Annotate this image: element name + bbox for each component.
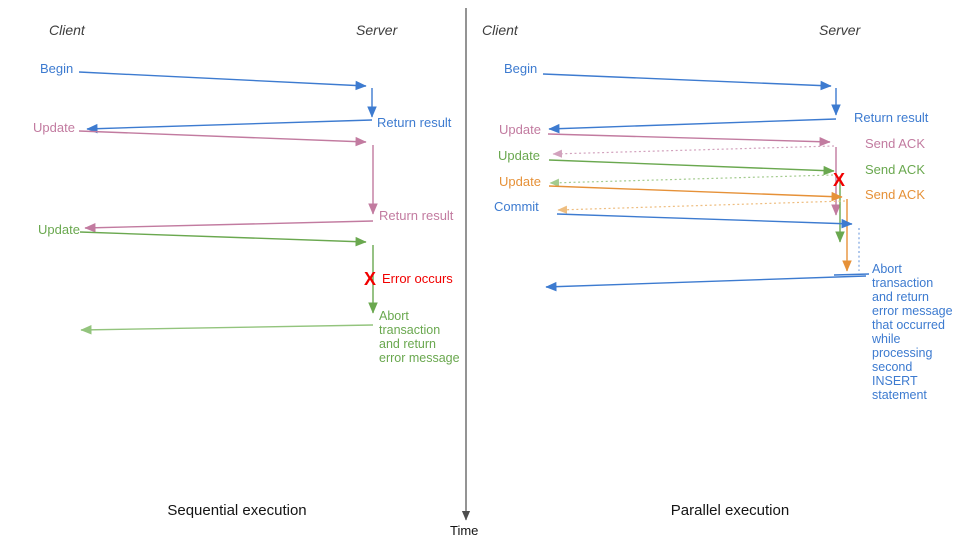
left-return-result-2-label: Return result — [379, 208, 454, 223]
right-send-ack-1-label: Send ACK — [865, 136, 925, 151]
right-abort-note: Abort transaction and return error messa… — [872, 262, 953, 402]
right-abort-baseline — [833, 273, 870, 276]
right-server-header: Server — [819, 22, 861, 38]
right-send-ack-2-arrow — [549, 174, 834, 187]
right-send-ack-3-label: Send ACK — [865, 187, 925, 202]
right-send-ack-1-arrow — [552, 145, 835, 158]
left-begin-label: Begin — [40, 61, 74, 76]
right-panel-title: Parallel execution — [670, 502, 790, 519]
right-update-2-request-arrow — [548, 159, 835, 176]
left-update-2-label: Update — [38, 222, 80, 237]
left-update-1-request-arrow — [78, 130, 367, 147]
right-update-1-request-arrow — [547, 133, 831, 147]
right-return-result-arrow — [548, 118, 837, 134]
right-commit-request-arrow — [556, 213, 853, 229]
right-send-ack-2-label: Send ACK — [865, 162, 925, 177]
left-return-result-1-arrow — [86, 119, 373, 134]
left-begin-request-arrow — [78, 71, 367, 91]
right-begin-label: Begin — [504, 61, 538, 76]
right-commit-label: Commit — [494, 199, 539, 214]
right-client-header: Client — [482, 22, 518, 38]
left-abort-return-arrow — [80, 324, 374, 335]
left-error-x-mark: X — [364, 269, 377, 289]
time-axis-label: Time — [450, 523, 479, 538]
right-return-result-label: Return result — [854, 110, 929, 125]
left-panel-title: Sequential execution — [167, 502, 307, 519]
left-return-result-2-arrow — [84, 220, 374, 233]
left-abort-note: Abort transaction and return error messa… — [379, 309, 460, 365]
right-update-3-label: Update — [499, 174, 541, 189]
left-update-1-label: Update — [33, 120, 75, 135]
right-abort-return-arrow — [545, 275, 867, 292]
left-error-label: Error occurs — [382, 271, 453, 286]
left-client-header: Client — [49, 22, 85, 38]
right-send-ack-3-arrow — [557, 200, 846, 214]
right-update-3-request-arrow — [548, 185, 843, 202]
right-begin-request-arrow — [542, 73, 832, 91]
right-update-2-label: Update — [498, 148, 540, 163]
right-error-x-mark: X — [833, 170, 846, 190]
left-update-2-request-arrow — [79, 231, 367, 247]
left-server-header: Server — [356, 22, 398, 38]
right-update-1-label: Update — [499, 122, 541, 137]
left-return-result-1-label: Return result — [377, 115, 452, 130]
